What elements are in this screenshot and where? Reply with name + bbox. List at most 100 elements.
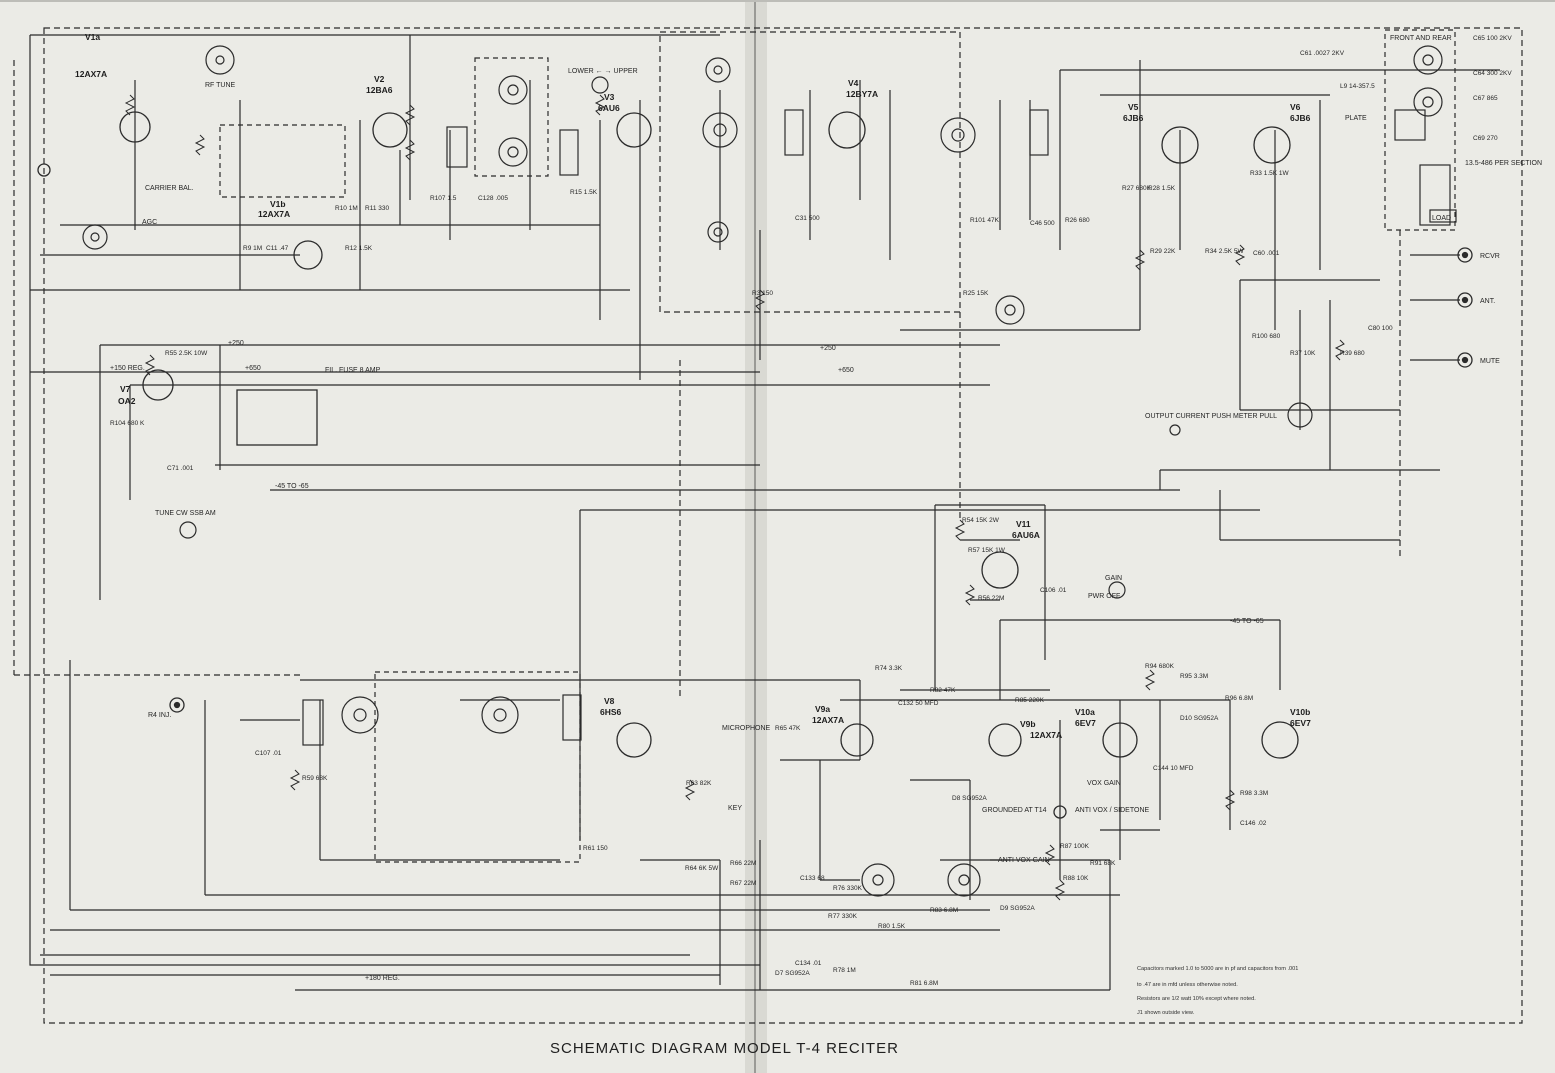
c60-label: C60 .001 (1253, 250, 1280, 257)
microphone-label: MICROPHONE (722, 725, 771, 732)
r3-label: R3 150 (752, 290, 773, 297)
anti-vox-gain-label: ANTI VOX GAIN (998, 857, 1050, 864)
r100-label: R100 680 (1252, 333, 1281, 340)
v8-name: V8 (604, 696, 615, 706)
b650b-label: +650 (838, 367, 854, 374)
tube-labels: V1a 12AX7A V1b 12AX7A V2 12BA6 V3 6AU6 V… (75, 32, 1311, 740)
r76-label: R76 330K (833, 885, 863, 892)
jacks (37, 163, 1473, 819)
c134-label: C134 .01 (795, 960, 822, 967)
ant-label: ANT. (1480, 298, 1495, 305)
v11-name: V11 (1016, 519, 1031, 529)
r10-label: R10 1M (335, 205, 358, 212)
v3-name: V3 (604, 92, 615, 102)
v9a-type: 12AX7A (812, 715, 844, 725)
v3-type: 6AU6 (598, 103, 620, 113)
v11-type: 6AU6A (1012, 530, 1040, 540)
r25-label: R25 15K (963, 290, 989, 297)
c64-label: C64 300 2KV (1473, 70, 1512, 77)
c133-label: C133 68 (800, 875, 825, 882)
r29-label: R29 22K (1150, 248, 1176, 255)
meter-label: OUTPUT CURRENT PUSH METER PULL (1145, 413, 1277, 420)
r64-label: R64 6K 5W (685, 865, 719, 872)
v4-type: 12BY7A (846, 89, 878, 99)
note-2: to .47 are in mfd unless otherwise noted… (1137, 982, 1238, 988)
component-labels: C64 300 2KV C65 100 2KV C67 865 C69 270 … (110, 35, 1512, 987)
v10a-name: V10a (1075, 707, 1095, 717)
v1b-name: V1b (270, 199, 286, 209)
r101-label: R101 47K (970, 217, 1000, 224)
pwr-off-label: PWR OFF (1088, 593, 1120, 600)
r77-label: R77 330K (828, 913, 858, 920)
r74-label: R74 3.3K (875, 665, 903, 672)
r66-label: R66 22M (730, 860, 756, 867)
agc-label: AGC (142, 219, 157, 226)
c69-label: C69 270 (1473, 135, 1498, 142)
r88-label: R88 10K (1063, 875, 1089, 882)
c61-label: C61 .0027 2KV (1300, 50, 1345, 57)
bias2-label: -45 TO -65 (1230, 618, 1264, 625)
v2-type: 12BA6 (366, 85, 393, 95)
l9-label: L9 14-357.5 (1340, 83, 1375, 90)
c107-label: C107 .01 (255, 750, 282, 757)
b150reg-label: +150 REG. (110, 365, 145, 372)
lower-upper-label: LOWER ← → UPPER (568, 68, 638, 75)
d8-label: D8 SG952A (952, 795, 987, 802)
d7-label: D7 SG952A (775, 970, 810, 977)
note-3: Resistors are 1/2 watt 10% except where … (1137, 996, 1256, 1002)
r27-label: R27 680K (1122, 185, 1152, 192)
v10a-type: 6EV7 (1075, 718, 1096, 728)
v10b-type: 6EV7 (1290, 718, 1311, 728)
v6-name: V6 (1290, 102, 1301, 112)
r63-label: R63 82K (686, 780, 712, 787)
v9a-name: V9a (815, 704, 830, 714)
r28-label: R28 1.5K (1148, 185, 1176, 192)
resistor-marks (124, 94, 1346, 901)
notes-block: Capacitors marked 1.0 to 5000 are in pf … (1137, 966, 1298, 1016)
r12-label: R12 1.5K (345, 245, 373, 252)
rcvr-label: RCVR (1480, 253, 1500, 260)
bias-label: -45 TO -65 (275, 483, 309, 490)
r39-label: R39 680 (1340, 350, 1365, 357)
v9b-name: V9b (1020, 719, 1036, 729)
carrier-bal-label: CARRIER BAL. (145, 185, 194, 192)
c71-label: C71 .001 (167, 465, 194, 472)
v1a-name: V1a (85, 32, 100, 42)
c128-label: C128 .005 (478, 195, 508, 202)
c146-label: C146 .02 (1240, 820, 1267, 827)
r82-label: R82 47K (930, 687, 956, 694)
r94-label: R94 680K (1145, 663, 1175, 670)
b250b-label: +250 (820, 345, 836, 352)
b180reg-label: +180 REG. (365, 975, 400, 982)
v9b-type: 12AX7A (1030, 730, 1062, 740)
switch-wafers (82, 45, 1443, 897)
r91-label: R91 68K (1090, 860, 1116, 867)
v7-name: V7 (120, 384, 131, 394)
r96-label: R96 6.8M (1225, 695, 1253, 702)
r80-label: R80 1.5K (878, 923, 906, 930)
v4-name: V4 (848, 78, 859, 88)
c106-label: C106 .01 (1040, 587, 1067, 594)
r55-label: R55 2.5K 10W (165, 350, 208, 357)
v7-type: OA2 (118, 396, 136, 406)
b250a-label: +250 (228, 340, 244, 347)
r11-label: R11 330 (365, 205, 389, 212)
document-title: SCHEMATIC DIAGRAM MODEL T-4 RECITER (550, 1040, 899, 1057)
wiring (13, 27, 1523, 1024)
c144-label: C144 10 MFD (1153, 765, 1194, 772)
r34-label: R34 2.5K 5W (1205, 248, 1245, 255)
r98-label: R98 3.3M (1240, 790, 1268, 797)
r61-label: R61 150 (583, 845, 608, 852)
r65-label: R65 47K (775, 725, 801, 732)
plate-label: PLATE (1345, 115, 1367, 122)
front-rear-label: FRONT AND REAR (1390, 35, 1452, 42)
r85-label: R85 220K (1015, 697, 1045, 704)
r9-label: R9 1M (243, 245, 262, 252)
v1a-type: 12AX7A (75, 69, 107, 79)
c11-label: C11 .47 (266, 245, 289, 252)
c80-label: C80 100 (1368, 325, 1393, 332)
r81-label: R81 6.8M (910, 980, 938, 987)
r4-inj-label: R4 INJ. (148, 712, 171, 719)
v2-name: V2 (374, 74, 385, 84)
